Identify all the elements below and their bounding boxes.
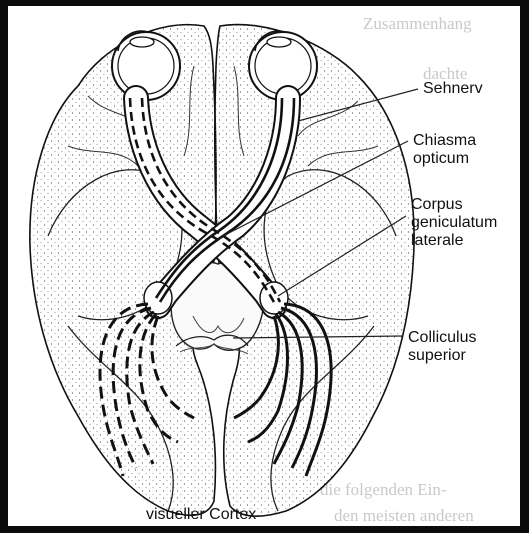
- figure-page: Zusammenhang dachte die folgenden Ein- d…: [8, 6, 520, 526]
- label-corpus-line-2: geniculatum: [411, 214, 497, 232]
- label-corpus-line-1: Corpus: [411, 196, 497, 214]
- label-colliculus-line-1: Colliculus: [408, 329, 476, 347]
- label-visual-cortex: visueller Cortex: [146, 506, 256, 524]
- label-chiasma: Chiasma opticum: [413, 132, 476, 168]
- left-eye: [112, 31, 180, 100]
- label-colliculus: Colliculus superior: [408, 329, 476, 365]
- label-chiasma-line-1: Chiasma: [413, 132, 476, 150]
- label-corpus-geniculatum: Corpus geniculatum laterale: [411, 196, 497, 250]
- label-chiasma-line-2: opticum: [413, 150, 476, 168]
- label-corpus-line-3: laterale: [411, 232, 497, 250]
- label-sehnerv: Sehnerv: [423, 80, 483, 98]
- label-colliculus-line-2: superior: [408, 347, 476, 365]
